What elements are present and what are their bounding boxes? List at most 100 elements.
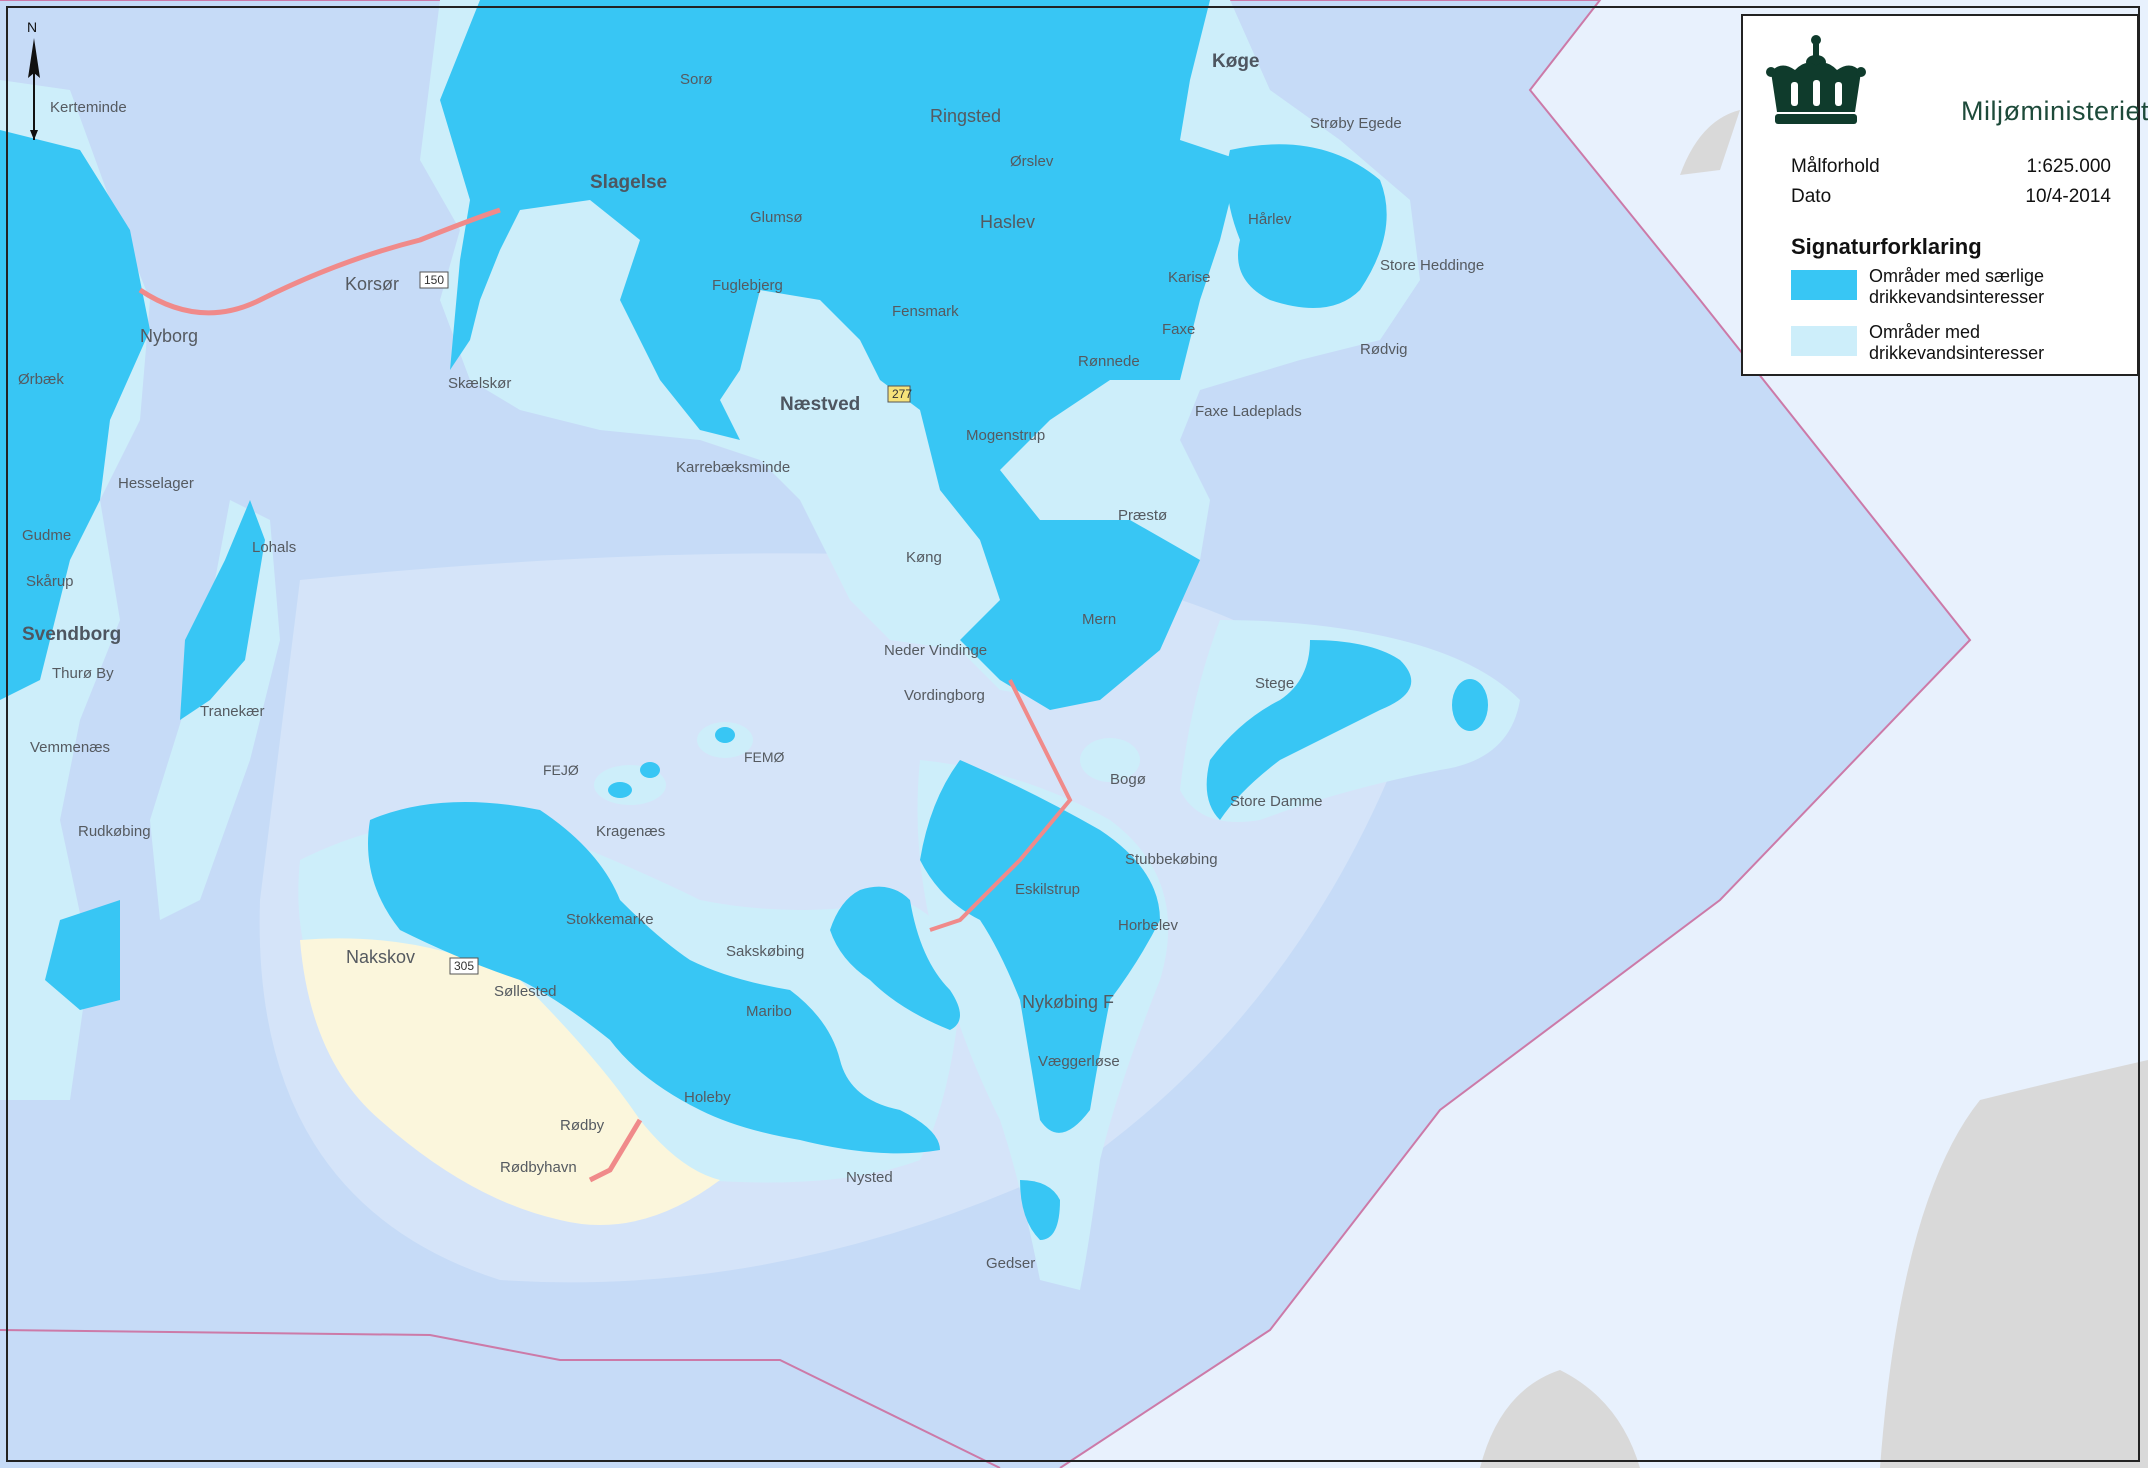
- road-shield-291: 305: [449, 957, 479, 975]
- label-stroby-egede: Strøby Egede: [1310, 115, 1402, 132]
- motorway-storebaelt: [138, 207, 501, 316]
- road-shield-14: 277: [887, 385, 912, 403]
- label-korsor: Korsør: [345, 274, 399, 294]
- label-nykobing: Nykøbing F: [1022, 992, 1114, 1012]
- label-karise: Karise: [1168, 269, 1211, 286]
- label-stege: Stege: [1255, 675, 1294, 692]
- special-area-langeland: [180, 500, 265, 720]
- label-stubbekobing: Stubbekøbing: [1125, 851, 1218, 868]
- label-nyborg: Nyborg: [140, 326, 198, 346]
- sea-boundary-south: [0, 1329, 1001, 1468]
- label-thuro-by: Thurø By: [52, 665, 114, 682]
- date-label: Dato: [1791, 186, 1832, 207]
- label-kragenaes: Kragenæs: [596, 823, 665, 840]
- label-naestved: Næstved: [780, 394, 860, 415]
- north-arrow: N: [14, 18, 54, 148]
- north-label: N: [27, 19, 37, 35]
- label-hesselager: Hesselager: [118, 475, 194, 492]
- label-gudme: Gudme: [22, 527, 71, 544]
- legend-swatch-special: [1791, 270, 1857, 300]
- label-horbelev: Horbelev: [1118, 917, 1179, 934]
- label-haslev: Haslev: [980, 212, 1035, 232]
- legend-title: Signaturforklaring: [1791, 234, 1982, 259]
- label-rodvig: Rødvig: [1360, 341, 1408, 358]
- special-area-askø: [640, 762, 660, 778]
- label-rudkobing: Rudkøbing: [78, 823, 151, 840]
- label-slagelse: Slagelse: [590, 172, 667, 193]
- svg-text:277: 277: [892, 387, 912, 401]
- foreign-land-germany-1: [1480, 1370, 1640, 1468]
- label-gedser: Gedser: [986, 1255, 1035, 1272]
- label-kerteminde: Kerteminde: [50, 99, 127, 116]
- label-tranekaer: Tranekær: [200, 703, 264, 720]
- island-bogo: [1080, 738, 1140, 782]
- special-area-taasinge: [45, 900, 120, 1010]
- label-faxe-ladeplads: Faxe Ladeplads: [1195, 403, 1302, 420]
- sea-boundary-line: [0, 0, 1972, 1468]
- legend-label-special: Områder med særlige drikkevandsinteresse…: [1869, 266, 2045, 307]
- label-praesto: Præstø: [1118, 507, 1167, 524]
- label-stokkemarke: Stokkemarke: [566, 911, 654, 928]
- label-skarup: Skårup: [26, 573, 74, 590]
- special-area-mon-east: [1452, 679, 1488, 731]
- label-vordingborg: Vordingborg: [904, 687, 985, 704]
- label-karrebaeksminde: Karrebæksminde: [676, 459, 790, 476]
- road-shield-150: 150: [419, 271, 449, 289]
- motorway-south: [929, 679, 1073, 932]
- north-arrow-icon: [28, 38, 40, 78]
- label-orslev: Ørslev: [1010, 153, 1054, 170]
- special-area-lolland: [368, 802, 940, 1154]
- foreign-land-sweden: [1680, 110, 1740, 175]
- label-ronnede: Rønnede: [1078, 353, 1140, 370]
- special-area-stevns: [1226, 144, 1387, 308]
- label-fejo: FEJØ: [543, 762, 579, 778]
- land-lolland-south: [300, 938, 720, 1225]
- label-vemmenaes: Vemmenæs: [30, 739, 110, 756]
- label-femo: FEMØ: [744, 749, 785, 765]
- label-harlev: Hårlev: [1248, 211, 1292, 228]
- crown-logo-icon: [1766, 35, 1866, 124]
- label-glumso: Glumsø: [750, 209, 803, 226]
- label-nysted: Nysted: [846, 1169, 893, 1186]
- label-faxe: Faxe: [1162, 321, 1195, 338]
- scale-value: 1:625.000: [2026, 156, 2111, 177]
- label-rodby: Rødby: [560, 1117, 605, 1134]
- special-area-fejo: [608, 782, 632, 798]
- label-solested: Søllested: [494, 983, 557, 1000]
- label-bogo: Bogø: [1110, 771, 1146, 788]
- label-orbaek: Ørbæk: [18, 371, 64, 388]
- special-area-gedser: [1020, 1180, 1060, 1240]
- special-area-zealand: [440, 0, 1240, 710]
- ministry-name: Miljøministeriet: [1961, 96, 2148, 126]
- label-neder-vindinge: Neder Vindinge: [884, 642, 987, 659]
- legend-swatch-general: [1791, 326, 1857, 356]
- label-maribo: Maribo: [746, 1003, 792, 1020]
- label-kong: Køng: [906, 549, 942, 566]
- label-fensmark: Fensmark: [892, 303, 959, 320]
- scale-label: Målforhold: [1791, 156, 1880, 177]
- motorway-rodby: [588, 1118, 643, 1183]
- label-mogenstrup: Mogenstrup: [966, 427, 1045, 444]
- label-ringsted: Ringsted: [930, 106, 1001, 126]
- label-store-damme: Store Damme: [1230, 793, 1323, 810]
- svg-text:305: 305: [454, 959, 474, 973]
- label-skaelskor: Skælskør: [448, 375, 511, 392]
- label-holeby: Holeby: [684, 1089, 731, 1106]
- label-vaeggerlose: Væggerløse: [1038, 1053, 1120, 1070]
- special-area-falster: [920, 760, 1160, 1133]
- legend-label-general: Områder med drikkevandsinteresser: [1869, 322, 2045, 363]
- label-svendborg: Svendborg: [22, 624, 121, 645]
- special-area-femo: [715, 727, 735, 743]
- legend-panel: Miljøministeriet Målforhold 1:625.000 Da…: [1741, 14, 2148, 376]
- special-area-sakskobing: [830, 886, 960, 1030]
- special-area-mon: [1206, 640, 1412, 820]
- label-fuglebjerg: Fuglebjerg: [712, 277, 783, 294]
- label-rodbyhavn: Rødbyhavn: [500, 1159, 577, 1176]
- svg-text:150: 150: [424, 273, 444, 287]
- label-eskilstrup: Eskilstrup: [1015, 881, 1080, 898]
- label-nakskov: Nakskov: [346, 947, 415, 967]
- label-store-heddinge: Store Heddinge: [1380, 257, 1484, 274]
- label-mern: Mern: [1082, 611, 1116, 628]
- special-area-funen: [0, 130, 150, 700]
